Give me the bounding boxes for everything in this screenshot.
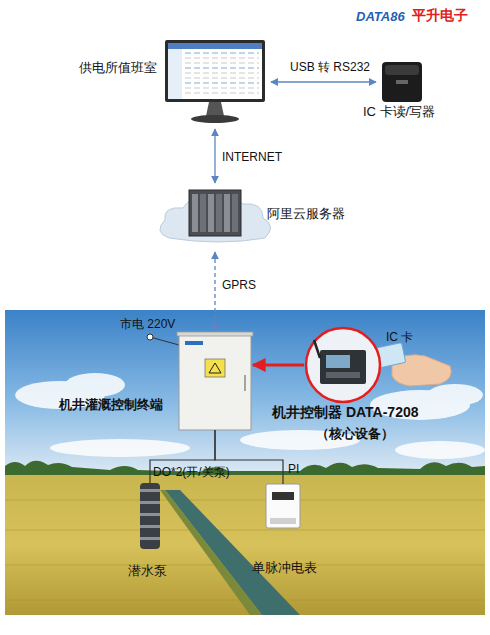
- edge-label: GPRS: [222, 278, 256, 293]
- edge-label: USB 转 RS232: [290, 60, 370, 75]
- server-blade: [224, 194, 230, 232]
- node-label: 单脉冲电表: [252, 560, 332, 576]
- screen-row: [185, 62, 259, 63]
- screen-row: [185, 77, 259, 78]
- monitor-screen: [168, 43, 262, 99]
- mains-terminal: [147, 334, 153, 340]
- reader-body: [382, 62, 422, 102]
- server-blade: [208, 194, 214, 232]
- antenna: [314, 340, 320, 358]
- cabinet-badge: [185, 341, 203, 345]
- card-label: IC 卡: [386, 330, 413, 345]
- pump-band: [140, 537, 160, 540]
- edge-label: INTERNET: [222, 150, 282, 165]
- node-label: 潜水泵: [128, 563, 188, 579]
- rice-field: [5, 475, 485, 615]
- pump-band: [140, 501, 160, 504]
- meter-display: [272, 492, 294, 500]
- pump-body: [140, 483, 160, 549]
- cabinet-window: [205, 359, 225, 377]
- node-shape: [159, 188, 271, 248]
- node-shape: [140, 483, 160, 549]
- control-cabinet: 机井灌溉控制终端: [179, 335, 251, 430]
- pump-band: [140, 513, 160, 516]
- cabinet-body: [179, 335, 251, 430]
- card-reader: IC 卡读/写器: [382, 62, 422, 102]
- warning-sign: [209, 363, 221, 373]
- screen-row: [185, 82, 259, 83]
- screen-row: [185, 52, 259, 53]
- monitor-frame: [165, 40, 265, 102]
- node-shape: [266, 484, 300, 528]
- cabinet-roof: [177, 332, 253, 336]
- node-shape: [165, 40, 265, 124]
- canal-bank: [160, 490, 262, 615]
- power-label: 市电 220V: [120, 317, 175, 332]
- screen-row: [185, 72, 259, 73]
- server-blade: [232, 194, 238, 232]
- screen-row: [185, 57, 259, 58]
- screen-sidebar: [168, 49, 182, 99]
- node-label: 阿里云服务器: [267, 206, 367, 222]
- edge-label: DO*2(开/关泵): [153, 465, 230, 480]
- monitor-base: [191, 115, 239, 123]
- reader-mark: [396, 80, 408, 84]
- sky: [5, 310, 485, 475]
- pump-band: [140, 525, 160, 528]
- connector: [214, 129, 215, 183]
- screen-row: [185, 92, 259, 93]
- server-blade: [192, 194, 198, 232]
- server-blade: [216, 194, 222, 232]
- monitor-neck: [206, 102, 224, 116]
- server-blade: [200, 194, 206, 232]
- controller-device: 机井控制器 DATA-7208（核心设备）: [306, 328, 380, 402]
- screen-row: [185, 87, 259, 88]
- node-label: IC 卡读/写器: [363, 104, 463, 120]
- brand-name: 平升电子: [412, 8, 468, 23]
- reader-highlight: [385, 65, 419, 75]
- node-shape: [306, 328, 380, 402]
- edge-label: PI: [288, 462, 299, 477]
- focus-circle: [306, 328, 380, 402]
- pulse-meter: 单脉冲电表: [266, 484, 300, 528]
- brand-logo: DATA86: [356, 9, 405, 24]
- node-shape: [382, 62, 422, 102]
- node-subtitle: （核心设备）: [316, 426, 406, 442]
- submersible-pump: 潜水泵: [140, 483, 160, 549]
- node-shape: [179, 335, 251, 430]
- cloud-server: 阿里云服务器: [159, 188, 271, 248]
- node-label: 机井控制器 DATA-7208: [272, 404, 462, 420]
- pump-band: [140, 489, 160, 492]
- controller-screen: [326, 355, 350, 368]
- controller-keys: [326, 372, 360, 378]
- connector: [214, 252, 215, 331]
- server-rack: [189, 190, 241, 236]
- controller-body: [320, 350, 366, 384]
- cabinet-handle: [244, 375, 246, 391]
- node-label: 供电所值班室: [55, 60, 157, 76]
- screen-row: [185, 67, 259, 68]
- meter-body: [266, 484, 300, 528]
- connector: [253, 364, 304, 367]
- meter-terminal: [270, 518, 296, 524]
- computer-monitor: 供电所值班室: [165, 40, 265, 124]
- connector: [215, 430, 283, 484]
- mains-wire: [150, 337, 179, 345]
- node-label: 机井灌溉控制终端: [59, 397, 177, 413]
- connector: [271, 81, 376, 82]
- connector: [150, 430, 215, 483]
- screen-header: [168, 43, 262, 49]
